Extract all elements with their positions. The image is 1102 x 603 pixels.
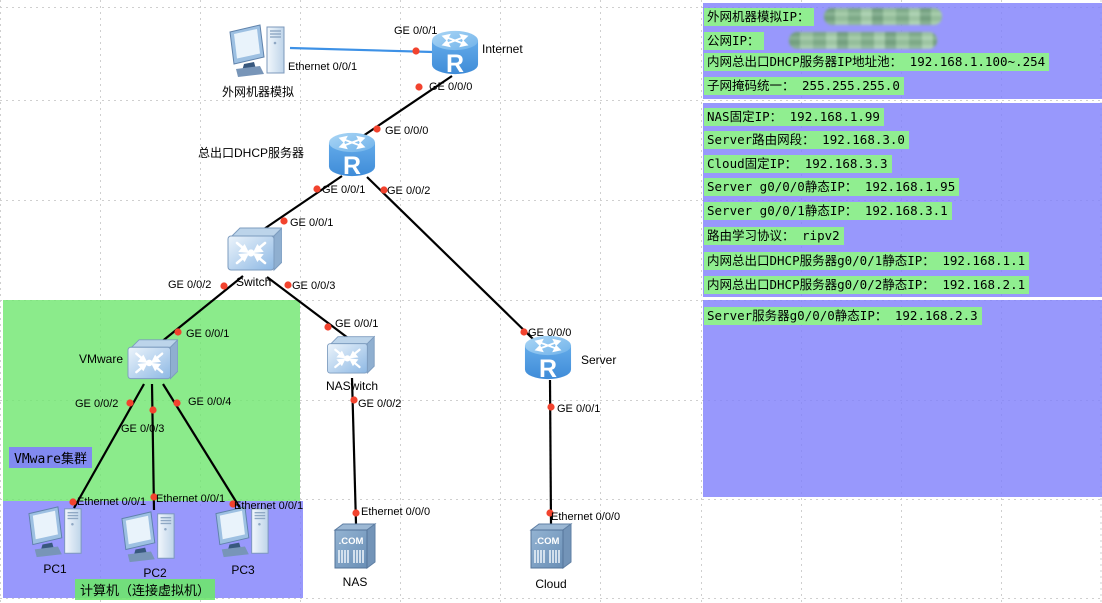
note-server-g001-ip[interactable]: Server g0/0/1静态IP： 192.168.3.1 bbox=[704, 202, 952, 220]
switch-icon-switch[interactable] bbox=[226, 226, 282, 278]
device-label-pc2: PC2 bbox=[143, 566, 167, 580]
device-label-cloud: Cloud bbox=[535, 577, 567, 591]
link-endpoint-dot bbox=[380, 186, 388, 194]
port-label: Ethernet 0/0/0 bbox=[551, 511, 621, 523]
device-label-pc3: PC3 bbox=[231, 563, 255, 577]
server-icon-cloud[interactable] bbox=[527, 522, 575, 574]
note-dhcp-pool[interactable]: 内网总出口DHCP服务器IP地址池： 192.168.1.100~.254 bbox=[704, 53, 1050, 71]
note-dhcp-g002-ip[interactable]: 内网总出口DHCP服务器g0/0/2静态IP： 192.168.2.1 bbox=[704, 276, 1030, 294]
port-label: GE 0/0/1 bbox=[335, 318, 379, 330]
port-label: GE 0/0/1 bbox=[394, 25, 438, 37]
notes-panel-block-3[interactable] bbox=[703, 300, 1102, 497]
link-endpoint-dot bbox=[352, 509, 360, 517]
link-endpoint-dot bbox=[373, 125, 381, 133]
port-label: Ethernet 0/0/1 bbox=[234, 500, 304, 512]
link-endpoint-dot bbox=[149, 406, 157, 414]
link-vmware-pc2[interactable] bbox=[150, 383, 156, 511]
link-endpoint-dot bbox=[150, 493, 158, 501]
port-label: GE 0/0/2 bbox=[387, 185, 431, 197]
link-endpoint-dot bbox=[173, 399, 181, 407]
link-dhcp-server[interactable] bbox=[366, 176, 535, 341]
link-endpoint-dot bbox=[280, 217, 288, 225]
link-endpoint-dot bbox=[229, 500, 237, 508]
pc-icon-pc3[interactable] bbox=[212, 504, 274, 560]
switch-icon-naswitch[interactable] bbox=[325, 335, 375, 380]
note-public-ip[interactable]: 公网IP： bbox=[704, 32, 764, 50]
link-endpoint-dot bbox=[415, 83, 423, 91]
server-icon-nas[interactable] bbox=[331, 522, 379, 574]
port-label: Ethernet 0/0/1 bbox=[77, 496, 147, 508]
port-label: GE 0/0/1 bbox=[322, 184, 366, 196]
port-label: GE 0/0/0 bbox=[528, 327, 572, 339]
port-label: GE 0/0/0 bbox=[429, 81, 473, 93]
device-label-dhcp-server: 总出口DHCP服务器 bbox=[198, 146, 305, 160]
link-endpoint-dot bbox=[69, 498, 77, 506]
vmware-cluster-label[interactable]: VMware集群 bbox=[9, 447, 92, 468]
redacted-ip-value bbox=[789, 32, 937, 49]
port-label: GE 0/0/2 bbox=[75, 398, 119, 410]
pc-area-label[interactable]: 计算机（连接虚拟机） bbox=[75, 579, 216, 600]
router-icon-dhcp-server[interactable] bbox=[327, 131, 377, 179]
port-label: GE 0/0/1 bbox=[557, 403, 601, 415]
link-endpoint-dot bbox=[284, 281, 292, 289]
note-subnet-mask[interactable]: 子网掩码统一： 255.255.255.0 bbox=[704, 77, 904, 95]
note-dhcp-g001-ip[interactable]: 内网总出口DHCP服务器g0/0/1静态IP： 192.168.1.1 bbox=[704, 252, 1030, 270]
port-label: Ethernet 0/0/1 bbox=[288, 61, 358, 73]
device-label-naswitch: NASwitch bbox=[326, 379, 379, 393]
link-endpoint-dot bbox=[350, 396, 358, 404]
port-label: GE 0/0/3 bbox=[292, 280, 336, 292]
port-label: GE 0/0/1 bbox=[186, 328, 230, 340]
port-label: GE 0/0/2 bbox=[168, 279, 212, 291]
redacted-ip-value bbox=[824, 8, 942, 25]
link-endpoint-dot bbox=[520, 328, 528, 336]
link-endpoint-dot bbox=[324, 323, 332, 331]
note-server-subnet[interactable]: Server路由网段： 192.168.3.0 bbox=[704, 131, 909, 149]
link-endpoint-dot bbox=[220, 282, 228, 290]
note-routing-protocol[interactable]: 路由学习协议： ripv2 bbox=[704, 227, 844, 245]
port-label: GE 0/0/3 bbox=[121, 423, 165, 435]
link-endpoint-dot bbox=[174, 328, 182, 336]
router-icon-server[interactable] bbox=[523, 334, 573, 382]
port-label: Ethernet 0/0/0 bbox=[361, 506, 431, 518]
device-label-pc1: PC1 bbox=[43, 562, 67, 576]
link-switch-vmware[interactable] bbox=[159, 275, 244, 344]
device-label-switch: Switch bbox=[236, 275, 272, 289]
note-nas-ip[interactable]: NAS固定IP： 192.168.1.99 bbox=[704, 108, 884, 126]
port-label: Ethernet 0/0/1 bbox=[156, 493, 226, 505]
link-switch-naswitch[interactable] bbox=[266, 276, 349, 339]
link-dhcp-switch[interactable] bbox=[263, 175, 343, 230]
pc-icon-pc1[interactable] bbox=[25, 504, 87, 560]
port-label: GE 0/0/0 bbox=[385, 125, 429, 137]
note-server-g000-ip[interactable]: Server g0/0/0静态IP： 192.168.1.95 bbox=[704, 178, 960, 196]
router-icon-internet[interactable] bbox=[430, 29, 480, 77]
device-label-nas: NAS bbox=[342, 575, 368, 589]
pc-icon-pc2[interactable] bbox=[118, 509, 180, 565]
link-endpoint-dot bbox=[547, 403, 555, 411]
port-label: GE 0/0/1 bbox=[290, 217, 334, 229]
link-endpoint-dot bbox=[546, 509, 554, 517]
port-label: GE 0/0/4 bbox=[188, 396, 232, 408]
link-endpoint-dot bbox=[126, 399, 134, 407]
pc-icon-external-sim[interactable] bbox=[226, 22, 290, 80]
note-external-sim-ip[interactable]: 外网机器模拟IP： bbox=[704, 8, 814, 26]
link-server-cloud[interactable] bbox=[548, 379, 553, 525]
device-label-server: Server bbox=[581, 353, 617, 367]
link-pcsim-internet[interactable] bbox=[289, 46, 434, 54]
note-cloud-ip[interactable]: Cloud固定IP： 192.168.3.3 bbox=[704, 155, 892, 173]
port-label: GE 0/0/2 bbox=[358, 398, 402, 410]
device-label-internet: Internet bbox=[482, 42, 523, 56]
device-label-vmware: VMware bbox=[79, 352, 124, 366]
note-server2-g000-ip[interactable]: Server服务器g0/0/0静态IP： 192.168.2.3 bbox=[704, 307, 982, 325]
device-label-external-sim: 外网机器模拟 bbox=[221, 85, 294, 99]
link-endpoint-dot bbox=[412, 47, 420, 55]
link-endpoint-dot bbox=[313, 185, 321, 193]
switch-icon-vmware[interactable] bbox=[126, 338, 178, 386]
